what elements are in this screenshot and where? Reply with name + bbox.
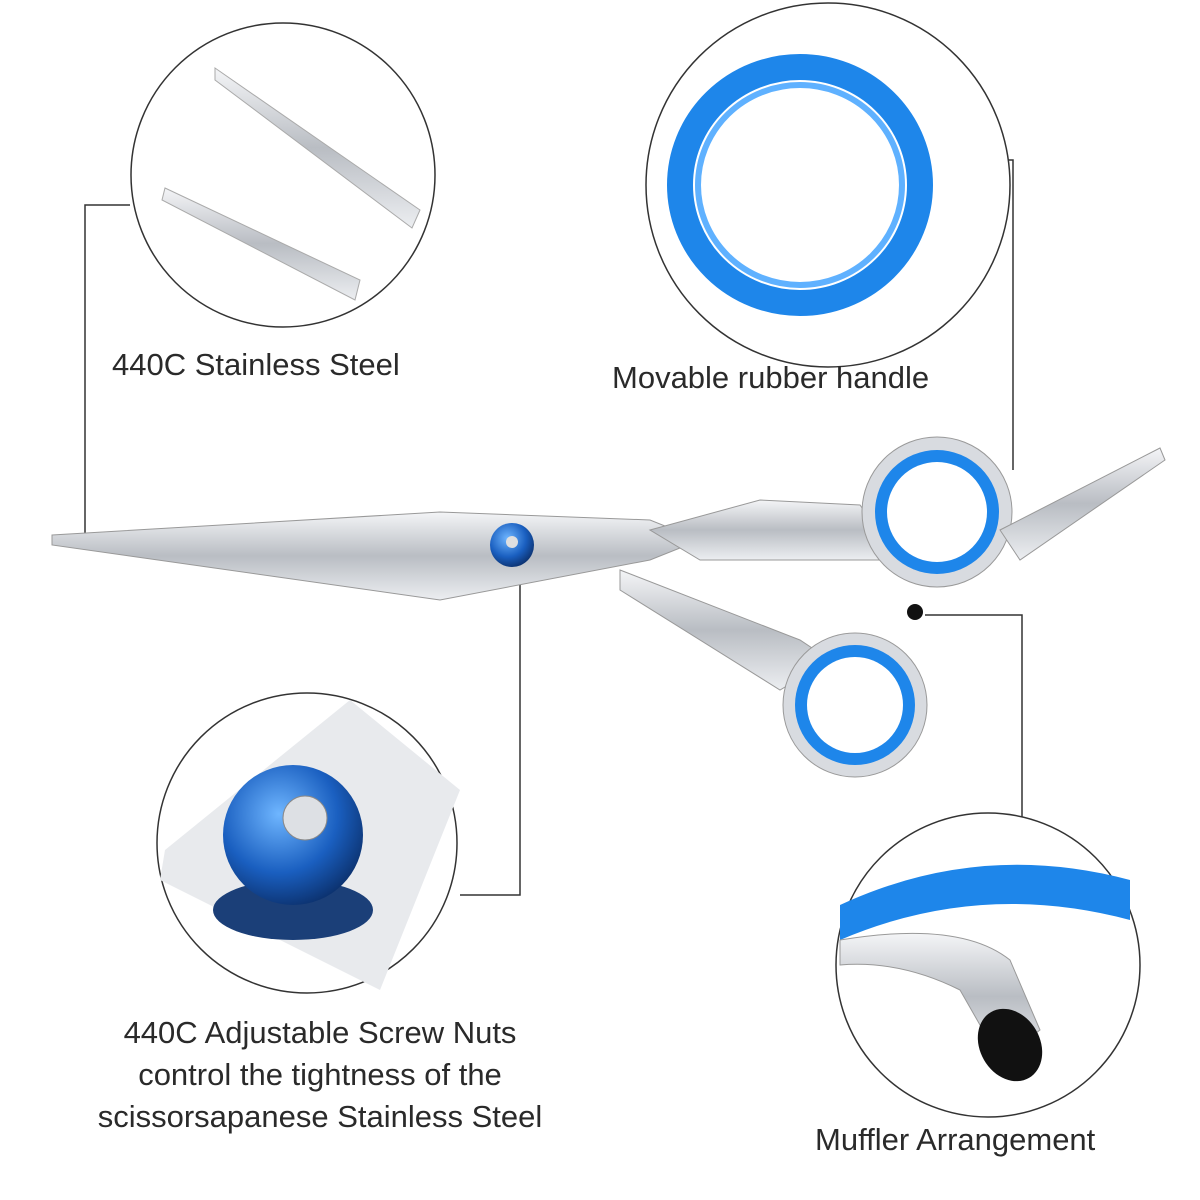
detail-circle-muffler <box>835 812 1141 1118</box>
feature-label-muffler: Muffler Arrangement <box>815 1122 1096 1157</box>
detail-circle-rubber-ring <box>645 2 1011 368</box>
feature-line: control the tightness of the <box>138 1057 502 1092</box>
detail-circle-blade <box>130 22 436 328</box>
scissors-image <box>51 436 1166 778</box>
feature-line: scissorsapanese Stainless Steel <box>97 1099 543 1134</box>
feature-label-screw-nuts: 440C Adjustable Screw Nuts control the t… <box>50 1012 590 1138</box>
feature-label-stainless-steel: 440C Stainless Steel <box>112 347 400 382</box>
detail-circle-screw-nut <box>156 692 460 994</box>
feature-line: 440C Adjustable Screw Nuts <box>123 1015 517 1050</box>
feature-label-rubber-handle: Movable rubber handle <box>612 360 930 395</box>
